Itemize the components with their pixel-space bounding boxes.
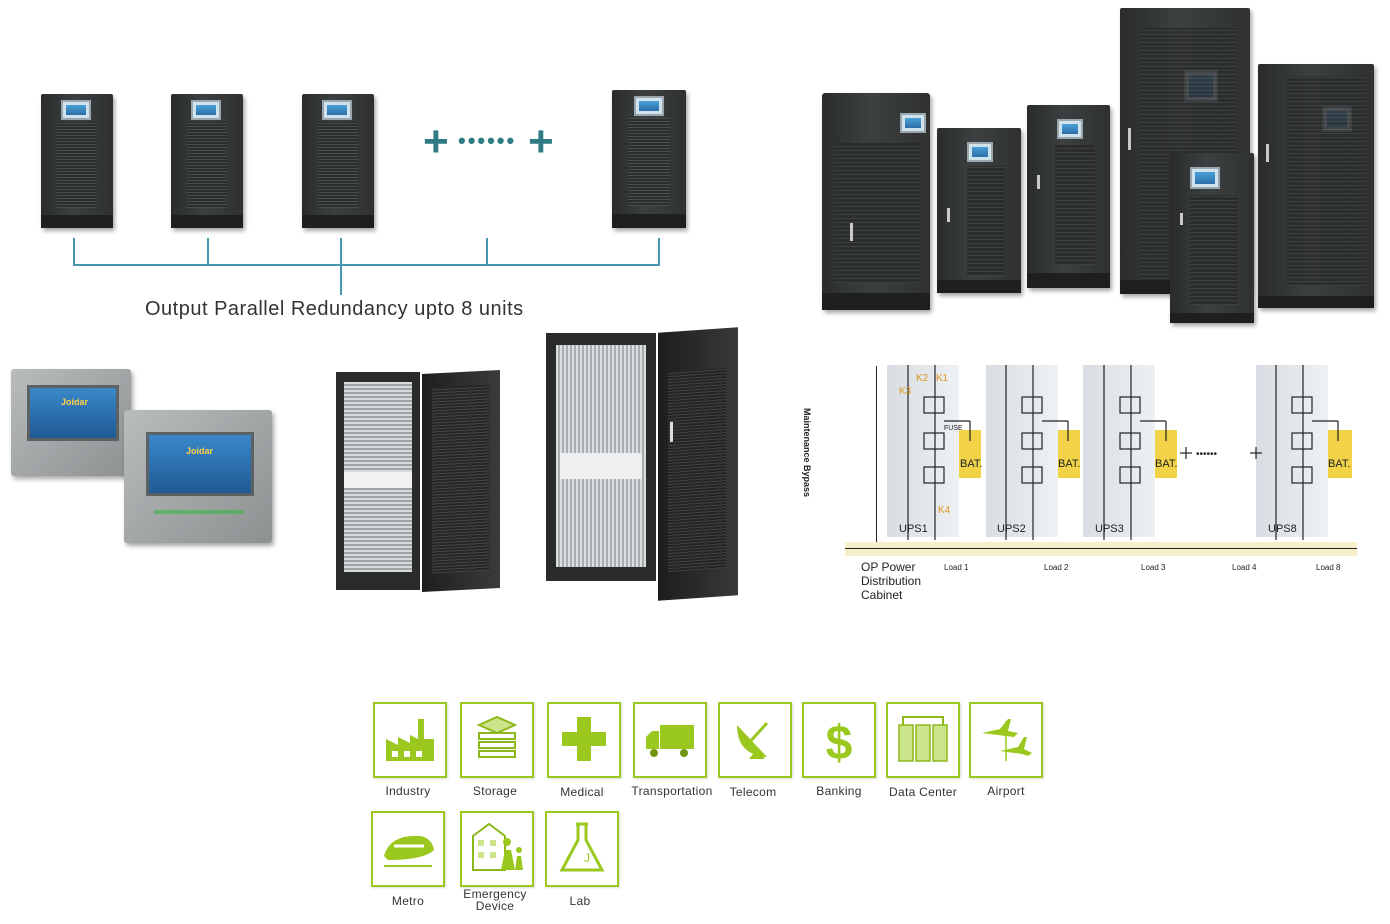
bus-drop bbox=[73, 238, 75, 265]
satellite-dish-icon bbox=[718, 702, 792, 778]
app-label: Data Center bbox=[889, 785, 957, 799]
ups-cabinet-3 bbox=[302, 94, 374, 228]
ellipsis-icon: •••••• bbox=[458, 128, 517, 153]
factory-icon bbox=[373, 702, 447, 778]
ups-label: UPS2 bbox=[997, 523, 1026, 535]
output-bus bbox=[73, 264, 660, 266]
battery-label: BAT. bbox=[960, 458, 983, 470]
app-label: Storage bbox=[472, 784, 518, 798]
cabinet-label: Cabinet bbox=[861, 588, 903, 602]
load-label: Load 2 bbox=[1044, 563, 1069, 572]
airplane-icon bbox=[969, 702, 1043, 778]
app-label: Telecom bbox=[729, 785, 777, 799]
parallel-caption: Output Parallel Redundancy upto 8 units bbox=[145, 298, 524, 320]
truck-icon bbox=[633, 702, 707, 778]
ups-cabinet-large-right bbox=[1258, 64, 1374, 308]
panel-buttons bbox=[154, 510, 244, 514]
medical-cross-icon bbox=[547, 702, 621, 778]
ups-label: UPS1 bbox=[899, 523, 928, 535]
panel-brand: Joidar bbox=[61, 397, 89, 407]
battery-label: BAT. bbox=[1058, 458, 1081, 470]
cabinet-label: OP Power bbox=[861, 560, 916, 574]
battery-block bbox=[1155, 430, 1177, 478]
app-label: Emergency bbox=[463, 887, 527, 901]
ups-cabinet-8 bbox=[612, 90, 686, 228]
app-label: Airport bbox=[987, 784, 1025, 798]
ups-block bbox=[1083, 365, 1155, 537]
app-label: Lab bbox=[569, 894, 591, 908]
server-rack-icon bbox=[886, 702, 960, 778]
svg-text:J: J bbox=[584, 851, 590, 865]
bus-drop bbox=[658, 238, 660, 265]
app-label: Device bbox=[475, 899, 515, 913]
lcd-panel-front: Joidar bbox=[124, 410, 272, 543]
bus-drop bbox=[207, 238, 209, 265]
storage-icon bbox=[460, 702, 534, 778]
dollar-icon: $ bbox=[802, 702, 876, 778]
ups-cabinet-small-front bbox=[1170, 153, 1254, 323]
cabinet-door bbox=[658, 327, 738, 601]
ups-block bbox=[1256, 365, 1328, 537]
ups-cabinet-small-1 bbox=[937, 128, 1021, 293]
ups-cabinet-large-left bbox=[822, 93, 930, 310]
schematic-wiring: •••••• bbox=[907, 365, 1339, 540]
load-label: Load 4 bbox=[1232, 563, 1257, 572]
app-label: Banking bbox=[816, 784, 862, 798]
app-label: Metro bbox=[391, 894, 425, 908]
fuse-label: FUSE bbox=[944, 425, 963, 432]
battery-label: BAT. bbox=[1155, 458, 1178, 470]
ups-label: UPS3 bbox=[1095, 523, 1124, 535]
app-label: Industry bbox=[385, 784, 431, 798]
load-label: Load 8 bbox=[1316, 563, 1341, 572]
panel-brand: Joidar bbox=[186, 446, 214, 456]
plus-icon: + bbox=[528, 117, 554, 166]
cabinet-door bbox=[422, 369, 500, 593]
battery-block bbox=[1328, 430, 1352, 478]
switch-label: K3 bbox=[899, 386, 912, 397]
ups-cabinet-small-2 bbox=[1027, 105, 1110, 288]
load-label: Load 1 bbox=[944, 563, 969, 572]
open-cabinet-large bbox=[546, 333, 656, 581]
app-label: Transportation bbox=[631, 784, 713, 798]
plus-icon: + bbox=[423, 117, 449, 166]
battery-block bbox=[959, 430, 981, 478]
train-icon bbox=[371, 811, 445, 887]
ups-block bbox=[887, 365, 959, 537]
svg-text:$: $ bbox=[826, 717, 853, 767]
ups-cabinet-2 bbox=[171, 94, 243, 228]
open-cabinet-small bbox=[336, 372, 420, 590]
building-people-icon bbox=[460, 811, 534, 887]
bus-drop bbox=[340, 238, 342, 295]
ups-label: UPS8 bbox=[1268, 523, 1297, 535]
switch-label: K1 bbox=[936, 373, 949, 384]
bypass-line bbox=[876, 366, 877, 548]
bypass-label: Maintenance Bypass bbox=[802, 408, 812, 498]
output-bus-band bbox=[845, 542, 1357, 556]
output-bus-line bbox=[845, 548, 1357, 549]
battery-label: BAT. bbox=[1328, 458, 1351, 470]
battery-block bbox=[1058, 430, 1080, 478]
svg-text:••••••: •••••• bbox=[1196, 449, 1218, 460]
switch-label: K4 bbox=[938, 505, 951, 516]
load-label: Load 3 bbox=[1141, 563, 1166, 572]
app-label: Medical bbox=[560, 785, 604, 799]
flask-icon: J bbox=[545, 811, 619, 887]
cabinet-label: Distribution bbox=[861, 574, 922, 588]
bus-drop bbox=[486, 238, 488, 265]
ups-cabinet-1 bbox=[41, 94, 113, 228]
lcd-panel-back: Joidar bbox=[11, 369, 131, 476]
ups-block bbox=[986, 365, 1058, 537]
switch-label: K2 bbox=[916, 373, 929, 384]
